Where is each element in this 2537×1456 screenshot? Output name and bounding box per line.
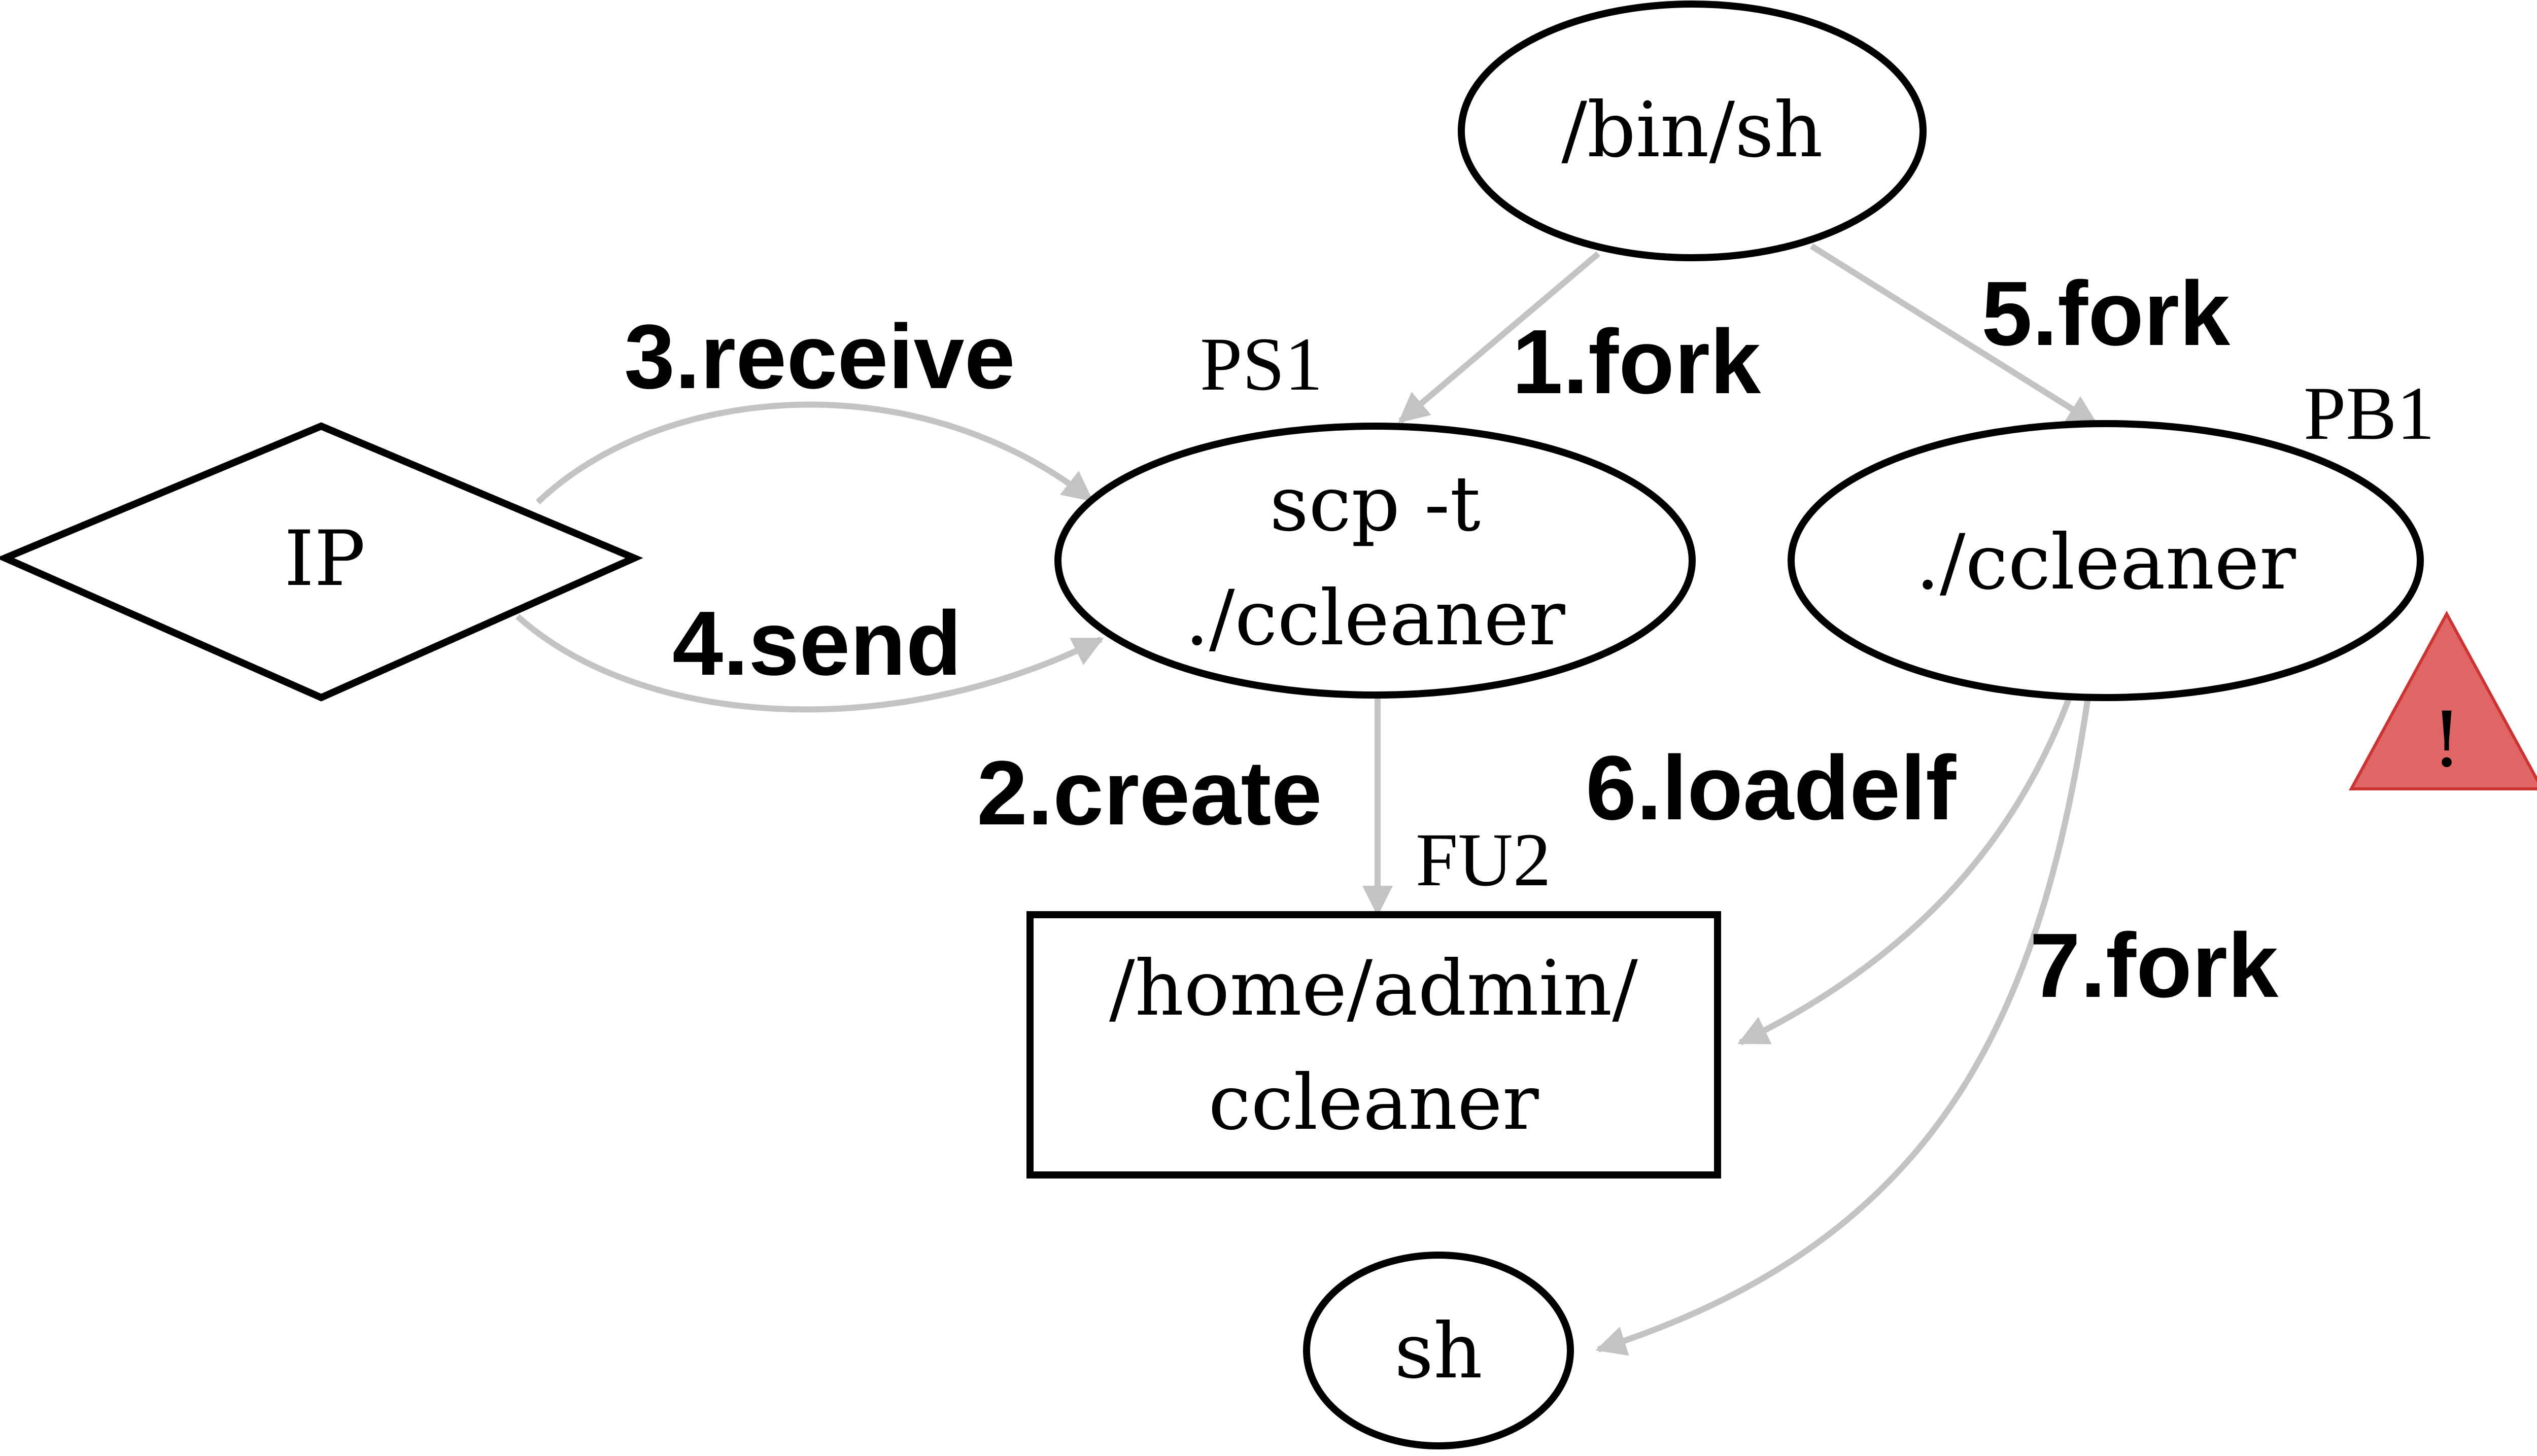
node-sh-label: sh: [1394, 1307, 1483, 1396]
node-bin-sh-label: /bin/sh: [1561, 86, 1823, 175]
node-file-line1: /home/admin/: [1109, 945, 1638, 1033]
node-ccleaner-process[interactable]: ./ccleaner: [1788, 420, 2424, 701]
edge-receive3: [535, 401, 1093, 505]
edge-label-fork7: 7.fork: [2030, 915, 2279, 1017]
edge-label-fork5: 5.fork: [1981, 263, 2231, 365]
node-bin-sh[interactable]: /bin/sh: [1458, 1, 1927, 261]
edge-fork5: [1809, 243, 2099, 427]
node-scp-line2: ./ccleaner: [1185, 574, 1565, 663]
warning-mark: !: [2431, 696, 2462, 784]
edge-label-create2: 2.create: [977, 742, 1322, 844]
edge-send4: [516, 614, 1104, 713]
edge-fork7: [1595, 697, 2091, 1356]
node-ip[interactable]: IP: [0, 422, 643, 702]
node-sh[interactable]: sh: [1303, 1252, 1574, 1449]
node-scp-tag: PS1: [1200, 322, 1323, 406]
edge-label-send4: 4.send: [672, 593, 962, 695]
node-ccleaner-process-tag: PB1: [2304, 371, 2435, 456]
edge-label-receive3: 3.receive: [624, 306, 1015, 408]
edge-loadelf6: [1737, 694, 2073, 1046]
node-file-tag: FU2: [1416, 818, 1551, 902]
node-file-line2: ccleaner: [1208, 1059, 1539, 1147]
edge-fork1: [1398, 251, 1600, 424]
node-scp[interactable]: scp -t ./ccleaner: [1054, 423, 1696, 699]
node-ccleaner-process-label: ./ccleaner: [1915, 518, 2296, 607]
node-scp-line1: scp -t: [1270, 460, 1481, 548]
warning-triangle-icon: !: [2348, 610, 2537, 790]
edge-label-loadelf6: 6.loadelf: [1586, 737, 1957, 839]
node-ip-label: IP: [284, 515, 365, 603]
edge-label-fork1: 1.fork: [1512, 311, 1761, 413]
node-file[interactable]: /home/admin/ ccleaner: [1026, 911, 1721, 1178]
